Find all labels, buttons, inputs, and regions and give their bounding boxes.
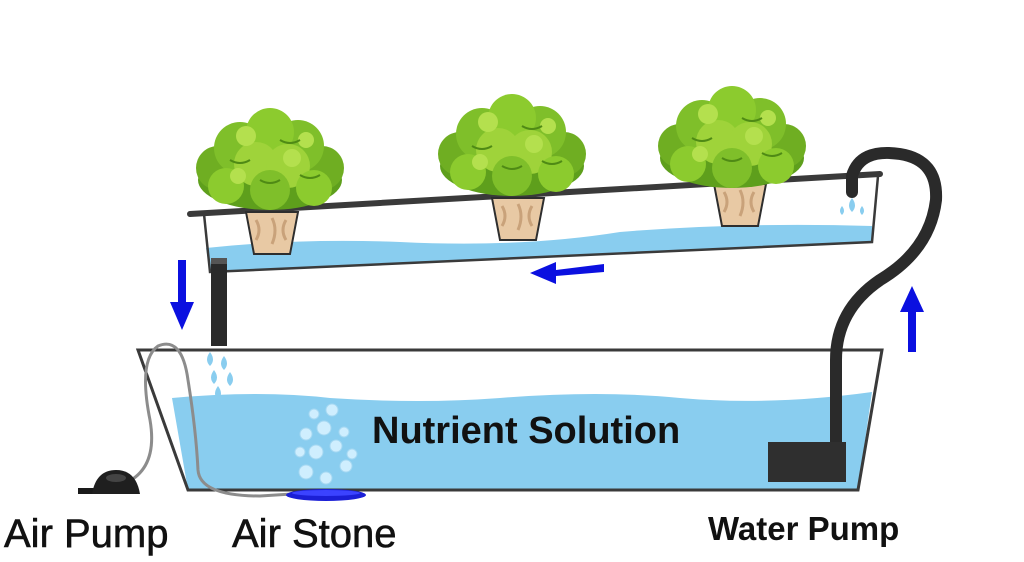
flow-arrow-icon — [170, 260, 194, 330]
water-droplet-icon — [849, 198, 855, 212]
flow-arrow-icon — [900, 286, 924, 352]
reservoir-tank — [135, 348, 884, 492]
net-pot-icon — [244, 210, 300, 256]
air-stone-label: Air Stone — [232, 512, 397, 557]
water-droplet-icon — [207, 352, 233, 400]
air-bubble-icon — [294, 403, 358, 485]
nutrient-solution-label: Nutrient Solution — [372, 410, 681, 452]
water-pump-icon — [768, 442, 846, 482]
lettuce-plant-icon — [437, 93, 587, 197]
growing-channel — [202, 175, 880, 274]
air-tube — [109, 342, 293, 498]
channel-water — [206, 224, 872, 272]
water-pump-label: Water Pump — [708, 510, 900, 547]
net-pot-icon — [490, 196, 546, 242]
net-pot-icon — [712, 182, 768, 228]
water-pump-hose — [830, 147, 943, 452]
drain-pipe — [211, 258, 227, 346]
flow-arrow-icon — [530, 262, 604, 284]
air-pump-icon — [78, 470, 140, 494]
lettuce-plant-icon — [195, 107, 345, 211]
air-pump-label: Air Pump — [4, 512, 169, 557]
lettuce-plant-icon — [657, 85, 807, 189]
